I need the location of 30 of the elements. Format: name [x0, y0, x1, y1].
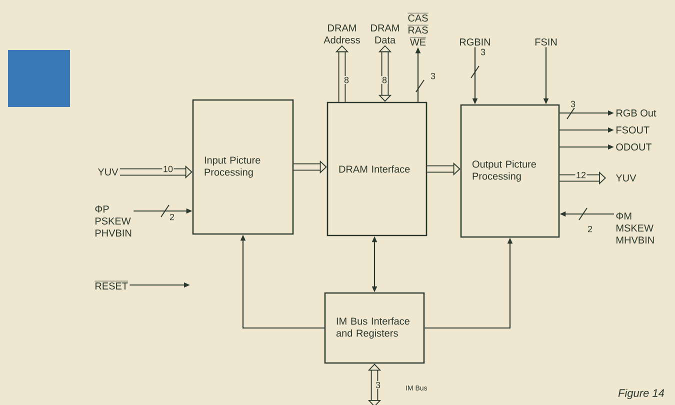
signal-label: DRAM Data — [371, 24, 399, 44]
signal-label: FSIN — [535, 38, 557, 46]
signal-label: YUV — [616, 174, 636, 182]
signal-label: ΦM MSKEW MHVBIN — [616, 212, 654, 244]
signal-label: ODOUT — [616, 143, 652, 151]
bus-width-label: 3 — [480, 48, 486, 56]
signal-label: FSOUT — [616, 126, 650, 134]
signal-label: YUV — [98, 168, 118, 176]
bus-width-label: 8 — [381, 76, 388, 84]
figure-caption: Figure 14 — [618, 388, 664, 400]
process-box: Input Picture Processing — [192, 99, 294, 235]
bus-width-label: 3 — [570, 100, 576, 108]
signal-label: DRAM Address — [324, 24, 360, 44]
bus-arrow — [378, 45, 392, 102]
bus-width-label: 3 — [374, 381, 382, 389]
bus-width-label: 10 — [162, 165, 174, 173]
process-box: DRAM Interface — [326, 102, 428, 236]
signal-label: RESET — [94, 280, 128, 290]
signal-label: RGBIN — [460, 38, 490, 46]
bus-width-label: 2 — [168, 213, 176, 221]
process-box: IM Bus Interface and Registers — [324, 292, 425, 364]
signal-label: ΦP PSKEW PHVBIN — [95, 206, 132, 236]
bus-arrow — [368, 364, 382, 405]
bus-width-label: 3 — [430, 72, 436, 80]
signal-label: CAS RAS WE — [408, 12, 428, 46]
bus-width-label: 2 — [586, 225, 594, 233]
bus-width-label: 8 — [343, 76, 350, 84]
process-box: Output Picture Processing — [460, 104, 560, 238]
signal-label: RGB Out — [616, 109, 656, 117]
bus-width-label: 12 — [575, 171, 587, 179]
